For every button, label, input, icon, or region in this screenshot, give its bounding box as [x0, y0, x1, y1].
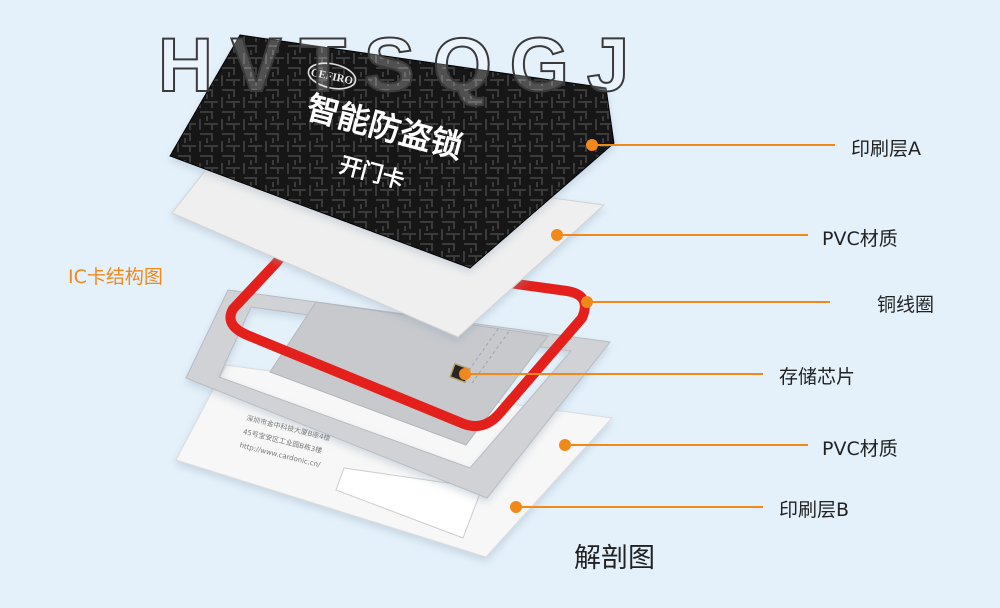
label-storage-chip: 存储芯片 — [779, 366, 856, 388]
diagram-caption: 解剖图 — [574, 543, 655, 574]
leader-lines — [459, 139, 835, 513]
signature-box — [335, 467, 483, 539]
label-printing-layer-b: 印刷层B — [779, 499, 850, 521]
label-copper-coil: 铜线圈 — [877, 294, 935, 316]
diagram-title: IC卡结构图 — [68, 266, 163, 288]
printing-layer-a: CEFIRO 智能防盗锁 开门卡 — [169, 34, 615, 269]
watermark-text: HVTSQGJ — [157, 23, 648, 108]
label-pvc-layer-top: PVC材质 — [822, 228, 898, 250]
label-pvc-layer-bottom: PVC材质 — [822, 438, 898, 460]
label-printing-layer-a: 印刷层A — [851, 138, 921, 160]
